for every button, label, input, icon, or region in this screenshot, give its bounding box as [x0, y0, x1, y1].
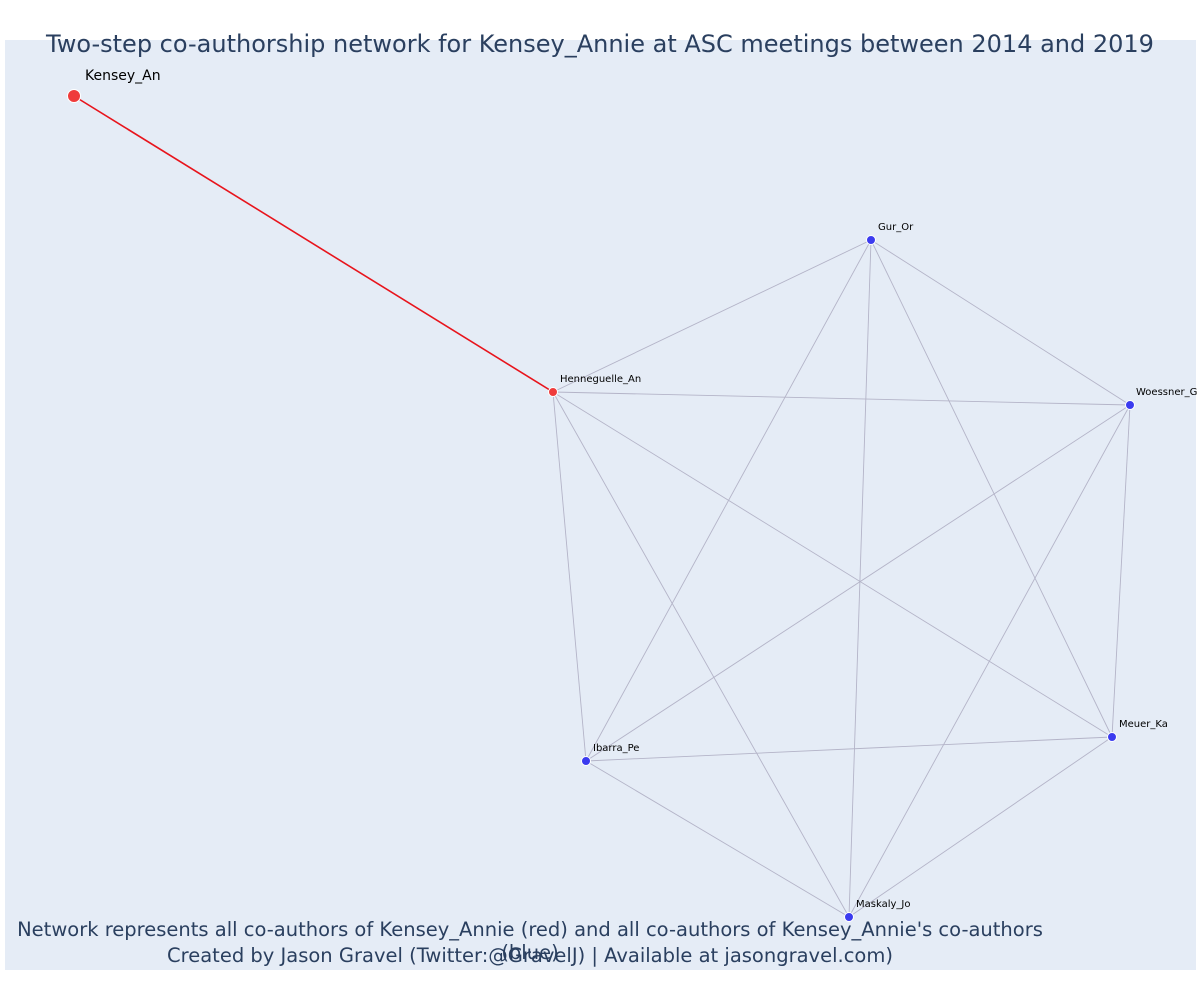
- edge-Gur_Or-Woessner_G: [870, 239, 1131, 406]
- node-Ibarra_Pe[interactable]: [581, 756, 591, 766]
- edge-Henneguelle_An-Ibarra_Pe: [552, 391, 587, 762]
- node-Meuer_Ka[interactable]: [1107, 732, 1117, 742]
- edge-Woessner_G-Ibarra_Pe: [585, 404, 1131, 762]
- node-Gur_Or[interactable]: [866, 235, 876, 245]
- edge-Meuer_Ka-Maskaly_Jo: [848, 736, 1113, 918]
- chart-title: Two-step co-authorship network for Kense…: [46, 30, 1154, 58]
- edge-Woessner_G-Maskaly_Jo: [848, 404, 1131, 918]
- edge-Kensey_An-Henneguelle_An: [73, 95, 554, 393]
- node-Kensey_An[interactable]: [67, 89, 81, 103]
- edge-Gur_Or-Ibarra_Pe: [585, 239, 872, 762]
- edge-Gur_Or-Maskaly_Jo: [848, 239, 872, 918]
- edges-layer: [73, 95, 1131, 918]
- node-label-Gur_Or: Gur_Or: [878, 222, 914, 233]
- edge-Woessner_G-Meuer_Ka: [1111, 404, 1131, 738]
- node-label-Woessner_G: Woessner_G: [1136, 387, 1197, 398]
- node-Maskaly_Jo[interactable]: [844, 912, 854, 922]
- node-Woessner_G[interactable]: [1125, 400, 1135, 410]
- node-label-Henneguelle_An: Henneguelle_An: [560, 374, 641, 385]
- edge-Gur_Or-Meuer_Ka: [870, 239, 1113, 738]
- edge-Henneguelle_An-Woessner_G: [552, 391, 1131, 406]
- footer-credit-line2: Created by Jason Gravel (Twitter:@Gravel…: [167, 944, 893, 967]
- node-label-Meuer_Ka: Meuer_Ka: [1119, 719, 1168, 730]
- node-label-Maskaly_Jo: Maskaly_Jo: [856, 899, 910, 910]
- node-label-Ibarra_Pe: Ibarra_Pe: [593, 743, 639, 754]
- edge-Henneguelle_An-Gur_Or: [552, 239, 872, 393]
- node-label-Kensey_An: Kensey_An: [85, 68, 161, 84]
- edge-Henneguelle_An-Maskaly_Jo: [552, 391, 850, 918]
- node-Henneguelle_An[interactable]: [548, 387, 558, 397]
- footer-note-line1: Network represents all co-authors of Ken…: [17, 918, 1043, 964]
- edge-Ibarra_Pe-Maskaly_Jo: [585, 760, 850, 918]
- edge-Ibarra_Pe-Meuer_Ka: [585, 736, 1113, 762]
- edge-Henneguelle_An-Meuer_Ka: [552, 391, 1113, 738]
- nodes-layer: [67, 89, 1135, 922]
